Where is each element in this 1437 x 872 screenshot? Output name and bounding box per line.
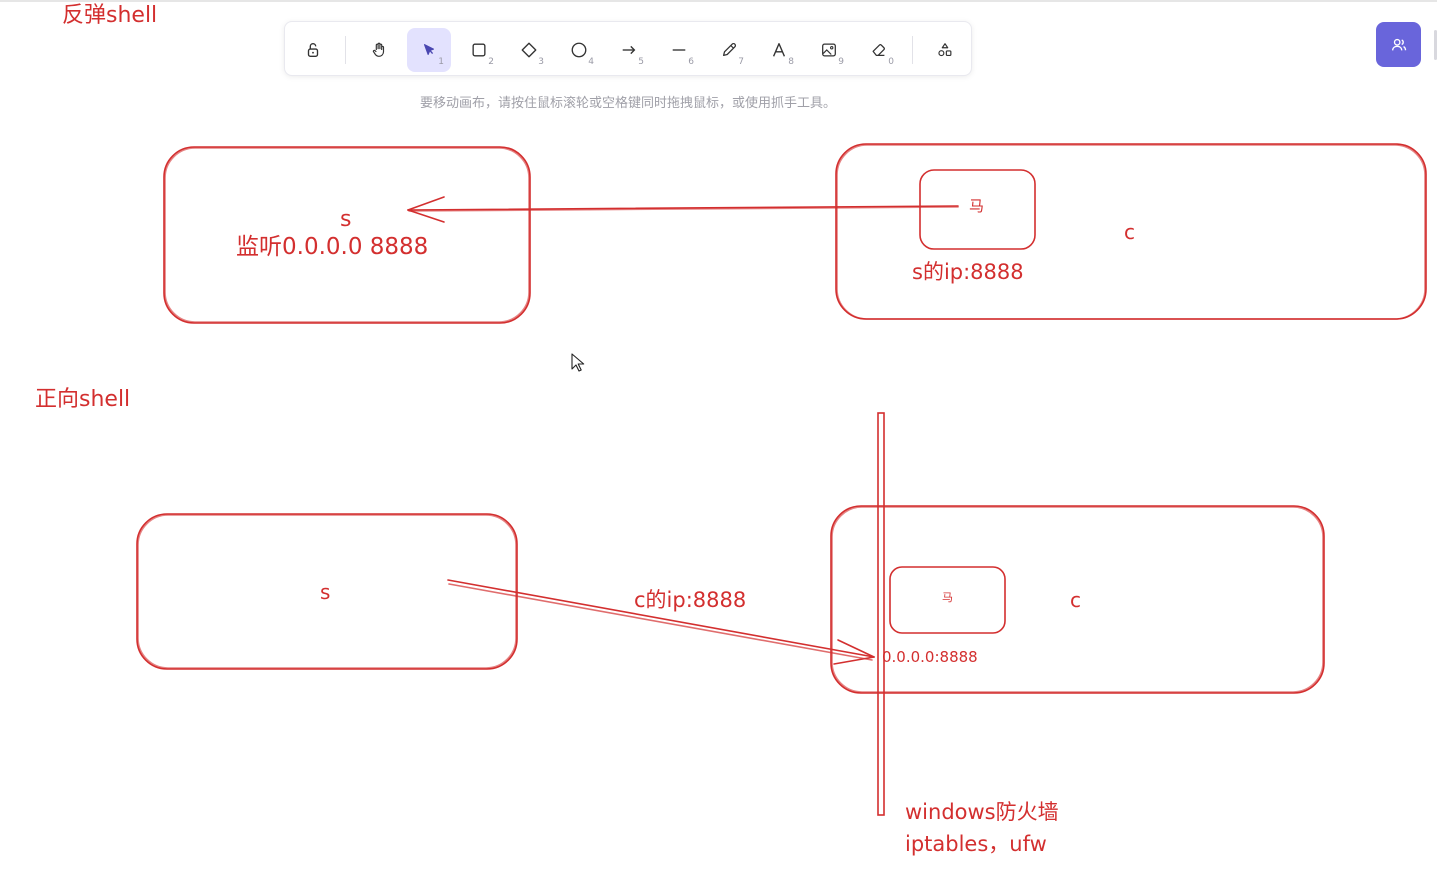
forward-horse-box[interactable] [889,566,1006,634]
reverse-c-label[interactable]: c [1124,220,1135,244]
reverse-target-label[interactable]: s的ip:8888 [912,260,1024,284]
line-tool[interactable]: 6 [657,28,701,72]
firewall-label-linux[interactable]: iptables，ufw [905,832,1047,856]
mouse-cursor-icon [571,353,585,372]
firewall-label-windows[interactable]: windows防火墙 [905,800,1059,824]
eraser-tool[interactable]: 0 [857,28,901,72]
image-tool[interactable]: 9 [807,28,851,72]
collaborate-button[interactable] [1376,22,1421,67]
forward-s-label[interactable]: s [320,580,331,604]
arrow-tool[interactable]: 5 [607,28,651,72]
forward-c-box[interactable] [830,505,1325,694]
top-border [0,0,1437,2]
text-tool[interactable]: 8 [757,28,801,72]
rectangle-tool[interactable]: 2 [457,28,501,72]
rectangle-icon [472,43,486,57]
toolbar-separator [912,36,913,64]
image-tool-key: 9 [838,57,844,67]
forward-c-label[interactable]: c [1070,588,1081,612]
eraser-icon [872,44,885,57]
forward-arrow[interactable] [447,579,875,665]
reverse-s-label[interactable]: s [340,207,352,232]
reverse-horse-box[interactable] [919,169,1036,250]
arrow-tool-key: 5 [638,57,644,67]
lock-tool[interactable] [291,28,335,72]
shapes-icon [938,43,952,57]
hand-icon [372,42,385,57]
reverse-horse-label[interactable]: 马 [969,197,985,215]
forward-s-box[interactable] [136,513,518,670]
reverse-listen-label[interactable]: 监听0.0.0.0 8888 [236,234,429,260]
pointer-icon [423,44,435,56]
reverse-shell-title[interactable]: 反弹shell [62,3,158,28]
diamond-icon [521,42,537,58]
line-tool-key: 6 [688,57,694,67]
users-icon [1391,38,1406,50]
forward-shell-title[interactable]: 正向shell [35,387,131,412]
select-tool[interactable]: 1 [407,28,451,72]
line-icon [672,49,686,51]
toolbar-separator [345,36,346,64]
diamond-tool[interactable]: 3 [507,28,551,72]
ellipse-tool[interactable]: 4 [557,28,601,72]
reverse-s-box[interactable] [163,146,531,324]
panel-edge [1434,30,1437,60]
text-icon [772,43,786,57]
hand-tool[interactable] [357,28,401,72]
ellipse-icon [571,42,587,58]
forward-target-label[interactable]: c的ip:8888 [634,588,747,612]
reverse-arrow[interactable] [407,196,959,223]
select-tool-key: 1 [438,57,444,67]
firewall-bar[interactable] [877,412,885,816]
image-icon [822,43,836,57]
forward-horse-label[interactable]: 马 [942,591,953,604]
forward-listen-label[interactable]: 0.0.0.0:8888 [882,648,978,666]
lock-open-icon [307,43,319,57]
rectangle-tool-key: 2 [488,57,494,67]
draw-tool[interactable]: 7 [707,28,751,72]
diamond-tool-key: 3 [538,57,544,67]
arrow-right-icon [622,45,636,55]
eraser-tool-key: 0 [888,57,894,67]
more-shapes-tool[interactable] [923,28,967,72]
ellipse-tool-key: 4 [588,57,594,67]
pencil-icon [722,43,736,57]
main-toolbar: 1 2 3 4 5 6 7 8 [284,21,972,76]
draw-tool-key: 7 [738,57,744,67]
canvas-hint: 要移动画布，请按住鼠标滚轮或空格键同时拖拽鼠标，或使用抓手工具。 [419,96,836,111]
text-tool-key: 8 [788,57,794,67]
